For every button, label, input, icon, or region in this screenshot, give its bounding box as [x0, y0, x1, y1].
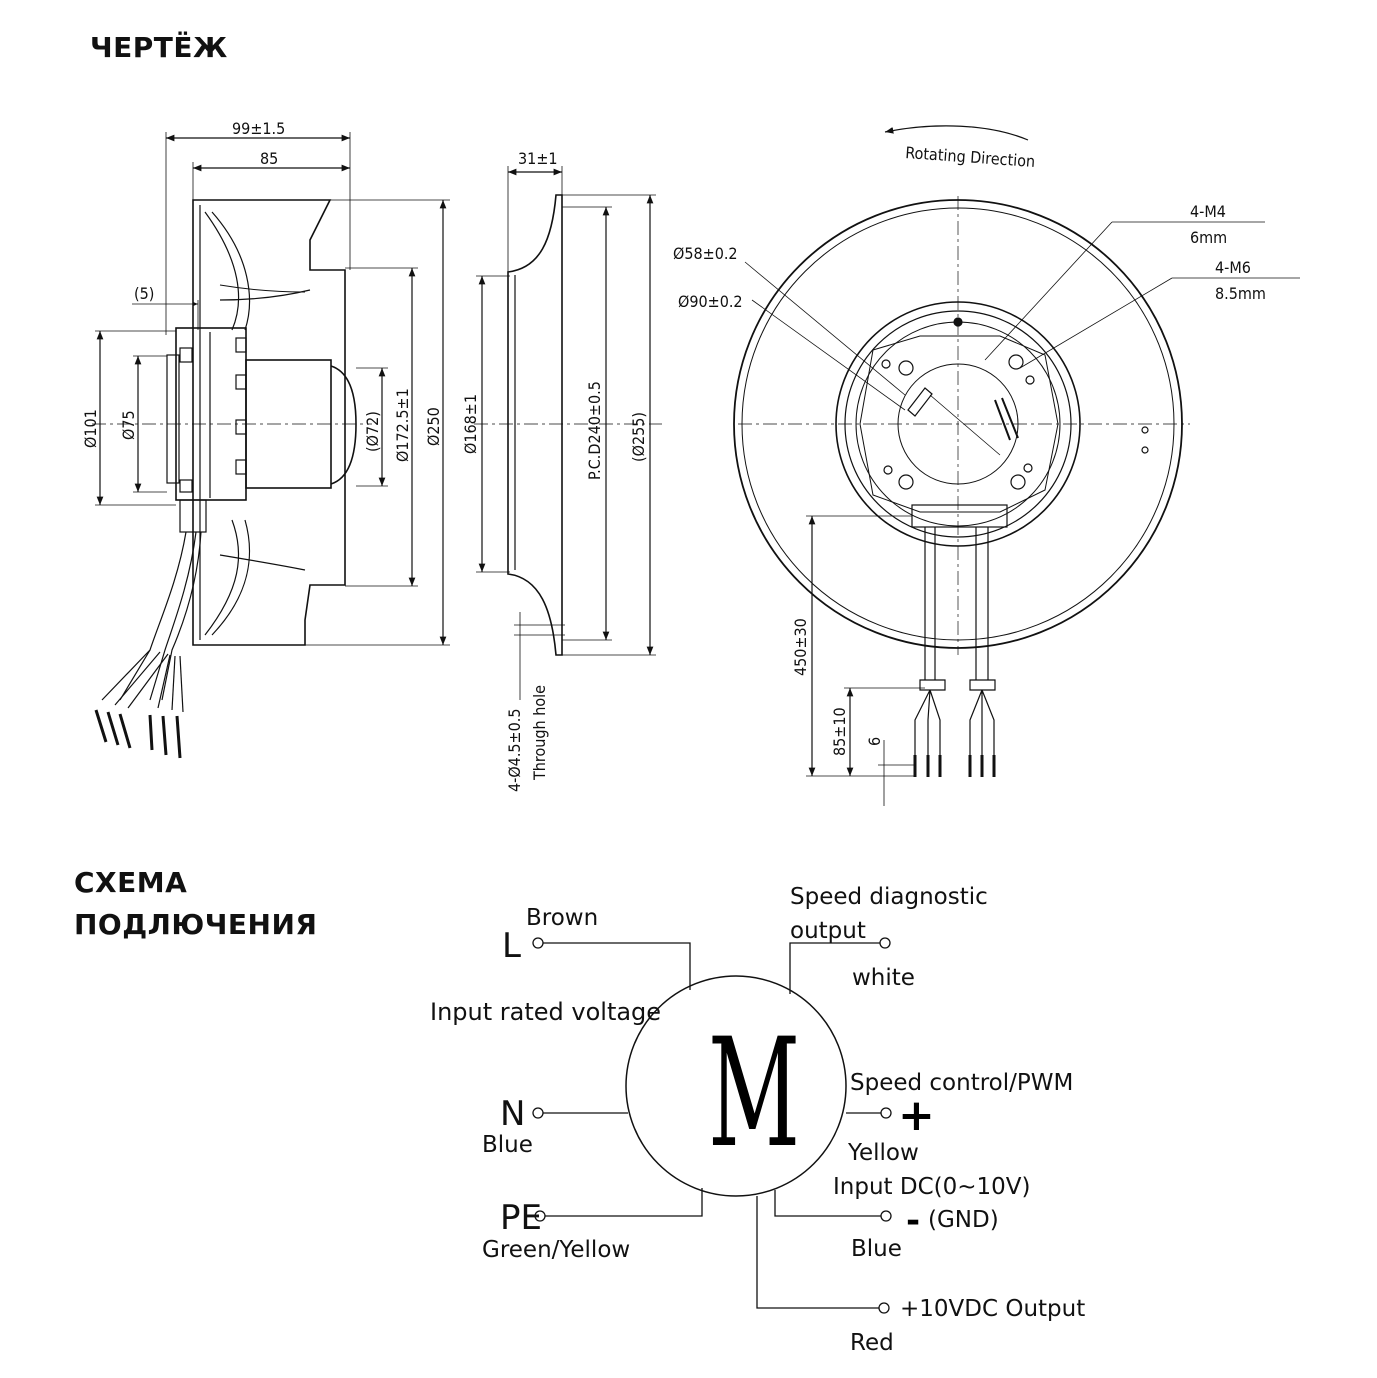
- dim-d58: Ø58±0.2: [673, 244, 738, 263]
- speed-diagnostic-line2: output: [790, 918, 866, 944]
- output-10v-label: +10VDC Output: [900, 1296, 1085, 1322]
- wiring-section-title-line1: СХЕМА: [74, 866, 188, 899]
- color-blue-gnd: Blue: [851, 1236, 902, 1262]
- dim-450: 450±30: [791, 618, 810, 676]
- dim-99: 99±1.5: [232, 119, 285, 138]
- dim-d250: Ø250: [424, 407, 443, 446]
- dim-d172: Ø172.5±1: [393, 388, 412, 462]
- dim-4m6: 4-M6: [1215, 258, 1251, 277]
- dim-85: 85: [260, 149, 278, 168]
- gnd-label: (GND): [928, 1207, 999, 1233]
- terminal-pe: PE: [500, 1198, 542, 1238]
- wiring-labels: M L Brown Input rated voltage N Blue PE …: [430, 884, 1085, 1356]
- plus-sign: +: [898, 1090, 935, 1141]
- dim-31: 31±1: [518, 149, 558, 168]
- color-yellow: Yellow: [847, 1140, 919, 1166]
- color-blue-n: Blue: [482, 1132, 533, 1158]
- dim-d72: (Ø72): [363, 411, 382, 452]
- dim-d75: Ø75: [119, 410, 138, 440]
- side-view: [92, 132, 450, 759]
- motor-symbol: M: [708, 1007, 800, 1182]
- front-view: [733, 125, 1300, 806]
- dim-85mm: 8.5mm: [1215, 284, 1266, 303]
- dim-6mm: 6mm: [1190, 228, 1227, 247]
- motor-circle: [625, 975, 847, 1197]
- front-view-dimensions: Rotating Direction Ø58±0.2 Ø90±0.2 4-M4 …: [673, 143, 1266, 756]
- color-white: white: [852, 965, 915, 991]
- color-brown: Brown: [526, 905, 598, 931]
- rotating-direction-label: Rotating Direction: [905, 143, 1036, 171]
- dim-85-10: 85±10: [830, 707, 849, 756]
- wiring-diagram: [532, 937, 892, 1314]
- ring-view-dimensions: 31±1 Ø168±1 P.C.D240±0.5 (Ø255) 4-Ø4.5±0…: [461, 149, 648, 792]
- dim-6: 6: [865, 737, 884, 746]
- terminal-l: L: [502, 926, 521, 966]
- side-view-dimensions: 99±1.5 85 (5) Ø101 Ø75 (Ø72) Ø172.5±1 Ø2…: [81, 119, 443, 462]
- terminal-n: N: [500, 1094, 525, 1134]
- speed-control-label: Speed control/PWM: [850, 1070, 1073, 1096]
- dim-through-hole: Through hole: [530, 685, 549, 781]
- drawing-section-title: ЧЕРТЁЖ: [90, 31, 228, 64]
- color-red: Red: [850, 1330, 894, 1356]
- dim-5: (5): [134, 284, 154, 303]
- dim-pcd240: P.C.D240±0.5: [585, 381, 604, 480]
- minus-sign: -: [906, 1201, 920, 1241]
- dim-d255: (Ø255): [629, 412, 648, 462]
- speed-diagnostic-line1: Speed diagnostic: [790, 884, 988, 910]
- wiring-section-title-line2: ПОДЛЮЧЕНИЯ: [74, 908, 318, 941]
- dim-d90: Ø90±0.2: [678, 292, 743, 311]
- input-dc-label: Input DC(0~10V): [833, 1174, 1031, 1200]
- dim-4m4: 4-M4: [1190, 202, 1226, 221]
- color-green-yellow: Green/Yellow: [482, 1237, 630, 1263]
- input-rated-voltage: Input rated voltage: [430, 998, 661, 1026]
- ring-view: [474, 166, 662, 700]
- dim-d101: Ø101: [81, 409, 100, 448]
- dim-holes: 4-Ø4.5±0.5: [505, 708, 524, 792]
- dim-d168: Ø168±1: [461, 394, 480, 454]
